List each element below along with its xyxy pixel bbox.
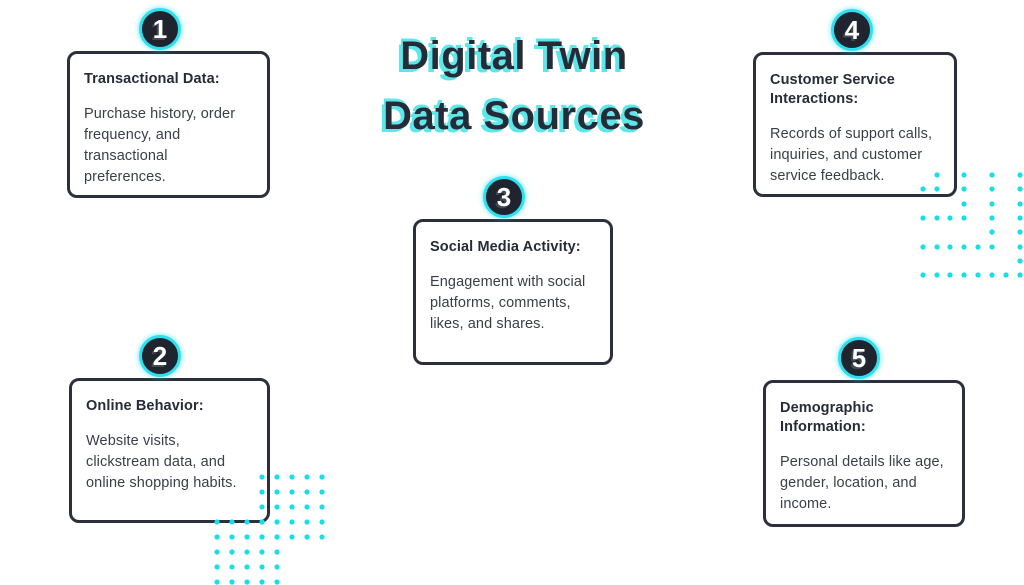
number-badge-1: 1: [139, 8, 181, 50]
card-description: Website visits, clickstream data, and on…: [86, 433, 237, 492]
number-badge-3: 3: [483, 176, 525, 218]
card-heading: Transactional Data:: [84, 71, 220, 87]
number-badge-2: 2: [139, 335, 181, 377]
source-card-transactional-data: 1 Transactional Data: Purchase history, …: [67, 8, 270, 198]
badge-number: 5: [851, 343, 867, 373]
badge-number: 4: [844, 15, 860, 45]
badge-number: 2: [152, 341, 168, 371]
source-card-demographic-information: 5 Demographic Information: Personal deta…: [763, 337, 965, 527]
card-description: Engagement with social platforms, commen…: [430, 274, 586, 333]
number-badge-4: 4: [831, 9, 873, 51]
page-title-line2: Data Sources: [383, 94, 645, 138]
badge-number: 3: [496, 182, 512, 212]
source-card-online-behavior: 2 Online Behavior: Website visits, click…: [69, 335, 270, 523]
page-title-line1: Digital Twin: [400, 34, 628, 78]
card-heading: Demographic Information:: [780, 400, 874, 436]
card-heading: Online Behavior:: [86, 398, 204, 414]
card-heading: Social Media Activity:: [430, 239, 581, 255]
number-badge-5: 5: [838, 337, 880, 379]
card-description: Records of support calls, inquiries, and…: [770, 126, 933, 185]
card-heading: Customer Service Interactions:: [770, 72, 895, 108]
badge-number: 1: [152, 14, 168, 44]
card-description: Purchase history, order frequency, and t…: [84, 106, 236, 186]
card-description: Personal details like age, gender, locat…: [780, 454, 944, 513]
source-card-social-media-activity: 3 Social Media Activity: Engagement with…: [413, 176, 613, 365]
source-card-customer-service-interactions: 4 Customer Service Interactions: Records…: [753, 9, 957, 197]
